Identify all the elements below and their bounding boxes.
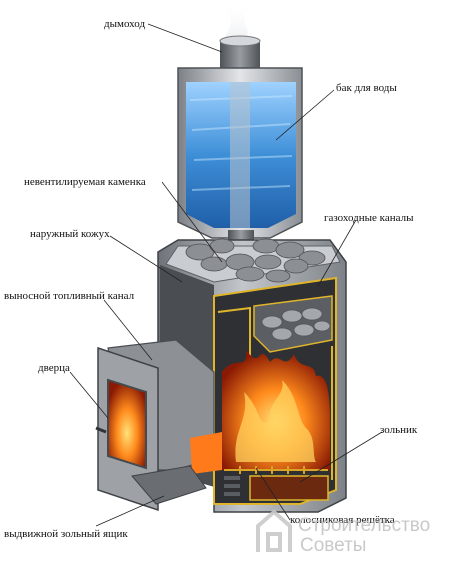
stones-top [185,238,326,283]
fuel-channel-interior [190,432,222,474]
flame-highlights [235,380,316,462]
inner-stone-chamber [253,295,333,353]
door-label: дверца [38,362,70,374]
ash-drawer-label: выдвижной зольный ящик [4,528,128,540]
ash-pit-label: зольник [380,424,418,436]
watermark-house-icon [256,509,292,552]
grate-label: колосниковая решётка [290,514,395,526]
stone-chamber-label: невентилируемая каменка [24,176,146,188]
fuel-channel-label: выносной топливный канал [4,290,135,302]
gas-channels-label: газоходные каналы [324,212,414,224]
chimney-label: дымоход [104,18,146,30]
chimney-rim [219,35,261,47]
callout-lines [69,23,383,527]
water-tank [177,67,303,239]
water-tank-label: бак для воды [336,82,397,94]
ash-pit [249,475,329,501]
watermark-line-2: Советы [300,535,367,556]
ash-drawer [131,465,207,505]
vent-slots [224,476,240,496]
outer-casing-label: наружный кожух [30,228,110,240]
grate [224,466,328,474]
watermark-line-1: Строительство [298,515,431,536]
stove-door [95,346,159,512]
